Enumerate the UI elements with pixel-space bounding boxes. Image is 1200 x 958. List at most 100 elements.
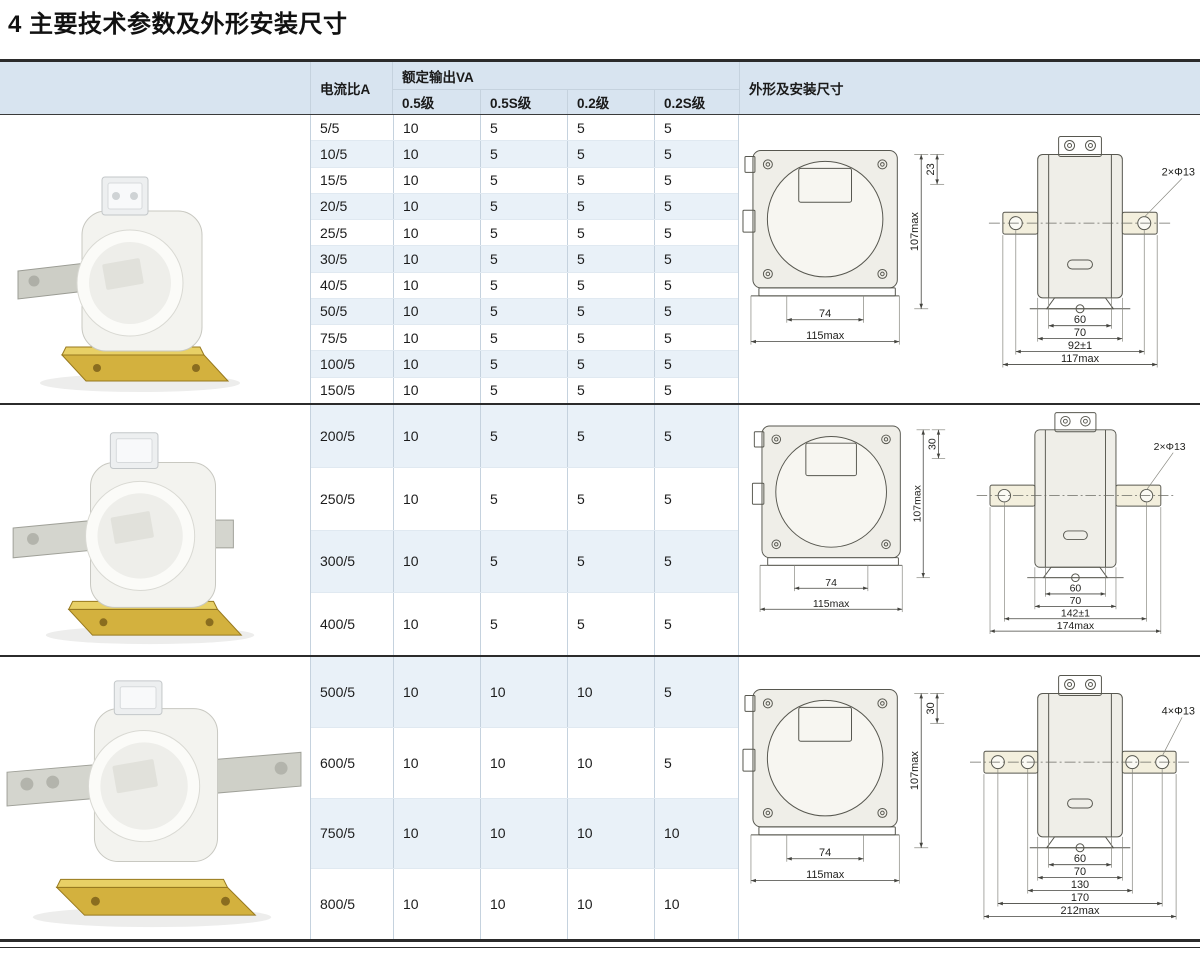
- va-value: 5: [480, 325, 567, 351]
- dimension-label: 74: [819, 308, 831, 320]
- va-value: 5: [567, 167, 654, 193]
- va-value: 5: [567, 246, 654, 272]
- page-title: 4 主要技术参数及外形安装尺寸: [8, 11, 348, 38]
- current-ratio-value: 10/5: [320, 145, 348, 162]
- header-class-0_2s: 0.2S级: [654, 90, 739, 114]
- dimension-label: 30: [928, 438, 939, 450]
- table-header: 电流比A 额定输出VA 0.5级 0.5S级 0.2级 0.2S级 外形及安装尺…: [0, 59, 1200, 115]
- spec-table: 电流比A 额定输出VA 0.5级 0.5S级 0.2级 0.2S级 外形及安装尺…: [0, 59, 1200, 948]
- va-value: 10: [480, 657, 567, 727]
- current-ratio-value: 400/5: [320, 616, 356, 633]
- va-value: 5: [567, 272, 654, 298]
- current-ratio-value: 30/5: [320, 250, 348, 267]
- product-photo-3: [0, 657, 310, 939]
- va-value: 10: [393, 657, 480, 727]
- va-value: 5: [480, 405, 567, 467]
- va-value: 10: [654, 798, 738, 869]
- va-value: 10: [393, 220, 480, 246]
- va-value: 5: [567, 141, 654, 167]
- ct-photo-medium: [12, 432, 255, 645]
- va-value: 10: [393, 272, 480, 298]
- current-ratio-value: 75/5: [320, 329, 348, 346]
- va-value: 5: [480, 115, 567, 141]
- va-value: 5: [480, 167, 567, 193]
- current-ratio-value: 250/5: [320, 490, 356, 507]
- va-value: 10: [393, 351, 480, 377]
- va-value: 10: [393, 193, 480, 220]
- va-value: 10: [393, 727, 480, 798]
- va-value: 5: [654, 246, 738, 272]
- dimension-label: 115max: [806, 869, 845, 881]
- current-ratio-value: 800/5: [320, 896, 356, 913]
- va-value: 5: [567, 298, 654, 325]
- va-value: 10: [393, 246, 480, 272]
- dimension-label: 107max: [912, 484, 923, 522]
- va-value: 5: [654, 351, 738, 377]
- dimension-label: 115max: [806, 330, 845, 342]
- va-value: 10: [567, 657, 654, 727]
- va-value: 5: [480, 220, 567, 246]
- va-value: 5: [480, 272, 567, 298]
- va-value: 10: [480, 798, 567, 869]
- front-view: 74 115max: [742, 149, 900, 345]
- current-ratio-value: 50/5: [320, 303, 348, 320]
- va-value: 5: [654, 193, 738, 220]
- dimension-label: 70: [1070, 596, 1082, 607]
- current-ratio-value: 100/5: [320, 356, 356, 373]
- va-value: 5: [654, 405, 738, 467]
- va-value: 10: [393, 405, 480, 467]
- current-ratio-value: 5/5: [320, 119, 340, 136]
- va-value: 10: [393, 530, 480, 593]
- dimension-label: 2×Φ13: [1154, 442, 1186, 453]
- header-rated-output-group: 额定输出VA 0.5级 0.5S级 0.2级 0.2S级: [392, 62, 739, 114]
- header-accuracy-classes: 0.5级 0.5S级 0.2级 0.2S级: [393, 90, 739, 114]
- va-value: 5: [480, 298, 567, 325]
- header-class-0_2: 0.2级: [567, 90, 654, 114]
- ct-photo-large: [6, 680, 302, 928]
- dimension-label: 170: [1071, 892, 1089, 904]
- dimension-label: 74: [819, 847, 831, 859]
- current-ratio-value: 15/5: [320, 172, 348, 189]
- va-value: 10: [393, 325, 480, 351]
- va-value: 10: [393, 167, 480, 193]
- height-dimensions: 107max 30: [912, 429, 946, 579]
- header-current-ratio: 电流比A: [310, 62, 392, 114]
- current-ratio-value: 150/5: [320, 382, 356, 399]
- dimension-label: 212max: [1061, 905, 1100, 917]
- va-value: 5: [654, 141, 738, 167]
- header-outline-dims: 外形及安装尺寸: [739, 62, 1200, 114]
- dimension-label: 60: [1074, 853, 1086, 865]
- va-value: 5: [567, 220, 654, 246]
- va-value: 5: [654, 325, 738, 351]
- va-value: 5: [567, 193, 654, 220]
- va-value: 5: [480, 351, 567, 377]
- current-ratio-value: 500/5: [320, 683, 356, 700]
- va-value: 5: [654, 530, 738, 593]
- va-value: 10: [567, 869, 654, 939]
- dimension-label: 30: [925, 702, 937, 714]
- va-value: 5: [654, 657, 738, 727]
- va-value: 10: [567, 727, 654, 798]
- dimension-label: 70: [1074, 327, 1086, 339]
- va-value: 5: [654, 377, 738, 403]
- dimension-label: 92±1: [1068, 340, 1092, 352]
- va-value: 5: [654, 298, 738, 325]
- dimension-label: 117max: [1061, 353, 1100, 365]
